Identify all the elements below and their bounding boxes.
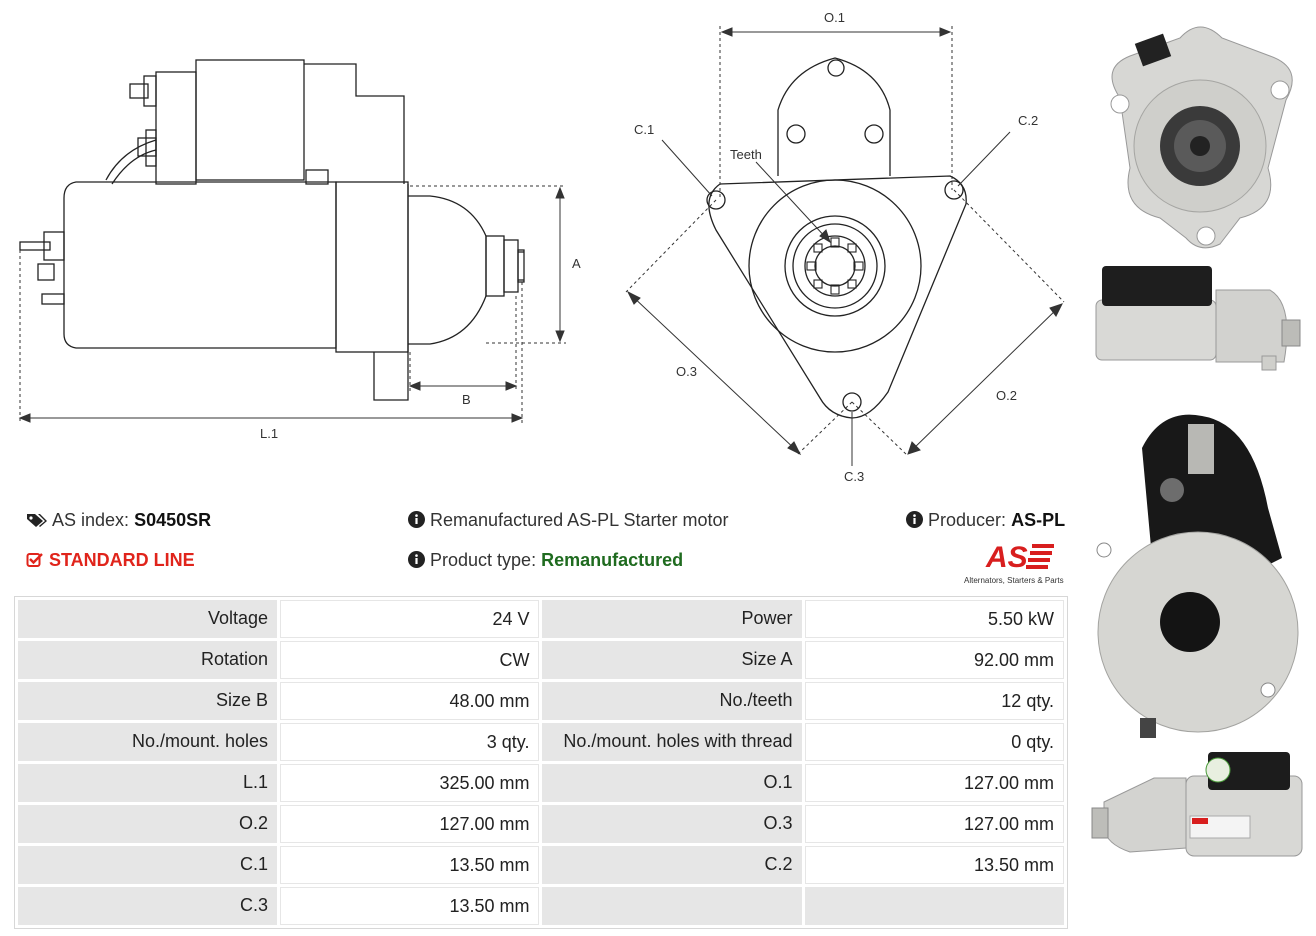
dim-a-label: A xyxy=(572,256,581,271)
spec-value: 92.00 mm xyxy=(804,641,1064,679)
spec-key: L.1 xyxy=(18,764,278,802)
spec-key: Voltage xyxy=(18,600,278,638)
svg-text:AS: AS xyxy=(985,541,1028,572)
dim-c2-label: C.2 xyxy=(1018,113,1038,128)
producer-value: AS-PL xyxy=(1011,510,1066,530)
as-pl-logo: AS Alternators, Starters & Parts xyxy=(964,540,1068,585)
side-view-drawing: A B L.1 xyxy=(18,59,581,441)
dim-o3-label: O.3 xyxy=(676,364,697,379)
product-photo-rear[interactable] xyxy=(1092,408,1310,740)
front-view-drawing: O.1 O.3 O.2 C.1 C.2 C.3 Teeth xyxy=(625,10,1065,484)
check-square-icon xyxy=(26,553,43,567)
spec-key: No./mount. holes with thread xyxy=(542,723,802,761)
as-logo-icon: AS xyxy=(985,541,1054,574)
description-text: Remanufactured AS-PL Starter motor xyxy=(430,510,729,530)
standard-line-row: STANDARD LINE xyxy=(26,550,195,571)
producer-row: Producer: AS-PL xyxy=(906,510,1065,531)
spec-key: O.3 xyxy=(542,805,802,843)
info-icon xyxy=(408,551,425,568)
tags-icon xyxy=(27,514,47,527)
spec-value: 13.50 mm xyxy=(280,846,540,884)
spec-key: C.2 xyxy=(542,846,802,884)
spec-value: 24 V xyxy=(280,600,540,638)
spec-value: 127.00 mm xyxy=(804,805,1064,843)
spec-key: Rotation xyxy=(18,641,278,679)
spec-value: 3 qty. xyxy=(280,723,540,761)
as-index-label: AS index: xyxy=(52,510,130,530)
product-type-row: Product type: Remanufactured xyxy=(408,550,683,571)
dim-o1-label: O.1 xyxy=(824,10,845,25)
dim-c1-label: C.1 xyxy=(634,122,654,137)
spec-value: 12 qty. xyxy=(804,682,1064,720)
spec-value: 127.00 mm xyxy=(804,764,1064,802)
spec-value: 0 qty. xyxy=(804,723,1064,761)
logo-tagline: Alternators, Starters & Parts xyxy=(964,576,1064,585)
product-type-label: Product type: xyxy=(430,550,537,570)
spec-key: C.3 xyxy=(18,887,278,925)
product-photo-label-side[interactable] xyxy=(1090,748,1310,864)
product-photo-side[interactable] xyxy=(1094,258,1308,378)
dim-b-label: B xyxy=(462,392,471,407)
spec-value xyxy=(804,887,1064,925)
spec-value: 13.50 mm xyxy=(804,846,1064,884)
description-row: Remanufactured AS-PL Starter motor xyxy=(408,510,728,531)
spec-key: No./teeth xyxy=(542,682,802,720)
product-photo-front[interactable] xyxy=(1090,8,1310,252)
spec-value: 13.50 mm xyxy=(280,887,540,925)
spec-key: Size A xyxy=(542,641,802,679)
as-index-row: AS index: S0450SR xyxy=(26,510,211,531)
spec-value: 325.00 mm xyxy=(280,764,540,802)
spec-value: 127.00 mm xyxy=(280,805,540,843)
spec-key: Size B xyxy=(18,682,278,720)
teeth-label: Teeth xyxy=(730,147,762,162)
standard-line-label: STANDARD LINE xyxy=(49,550,195,570)
spec-key: O.1 xyxy=(542,764,802,802)
dim-c3-label: C.3 xyxy=(844,469,864,484)
spec-key: Power xyxy=(542,600,802,638)
product-type-value: Remanufactured xyxy=(541,550,684,570)
info-icon xyxy=(906,511,923,528)
info-icon xyxy=(408,511,425,528)
dim-o2-label: O.2 xyxy=(996,388,1017,403)
producer-label: Producer: xyxy=(928,510,1007,530)
spec-key: No./mount. holes xyxy=(18,723,278,761)
spec-value: 48.00 mm xyxy=(280,682,540,720)
dim-l1-label: L.1 xyxy=(260,426,278,441)
spec-key: O.2 xyxy=(18,805,278,843)
spec-key xyxy=(542,887,802,925)
spec-key: C.1 xyxy=(18,846,278,884)
spec-value: 5.50 kW xyxy=(804,600,1064,638)
as-index-value[interactable]: S0450SR xyxy=(134,510,212,530)
spec-value: CW xyxy=(280,641,540,679)
